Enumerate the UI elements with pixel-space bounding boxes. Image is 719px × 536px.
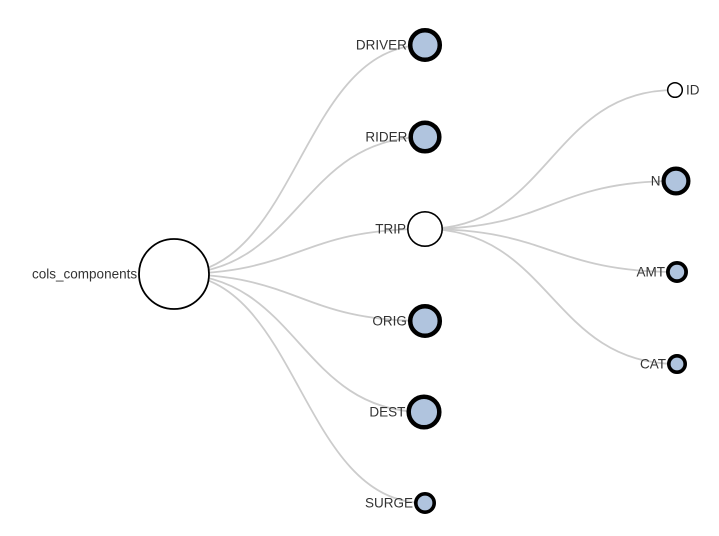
tree-node-circle-rider[interactable] — [408, 120, 442, 154]
tree-node-circle-amt[interactable] — [666, 260, 689, 283]
tree-link-trip-cat — [424, 228, 678, 365]
nodes-layer — [138, 27, 691, 514]
tree-link-root-driver — [173, 44, 426, 275]
tree-node-circle-cat[interactable] — [666, 353, 687, 374]
tree-node-label-dest: DEST — [369, 405, 405, 420]
tree-node-circle-driver[interactable] — [407, 27, 443, 63]
tree-node-circle-trip[interactable] — [406, 211, 443, 248]
tree-node-circle-n[interactable] — [661, 166, 691, 196]
tree-node-circle-surge[interactable] — [413, 491, 436, 514]
tree-link-trip-id — [424, 89, 676, 230]
tree-node-circle-id[interactable] — [666, 81, 684, 99]
tree-link-root-rider — [173, 136, 426, 275]
tree-link-trip-amt — [424, 228, 678, 273]
tree-node-label-driver: DRIVER — [356, 38, 407, 53]
tree-link-root-orig — [173, 273, 426, 322]
tree-node-label-amt: AMT — [637, 265, 666, 280]
labels-layer: cols_components DRIVER RIDER TRIP ORIG DEST SU… — [32, 38, 700, 511]
tree-link-root-trip — [173, 228, 426, 275]
tree-node-label-cat: CAT — [640, 357, 666, 372]
links-layer — [173, 44, 678, 504]
tree-node-circle-orig[interactable] — [407, 303, 443, 339]
tree-node-label-orig: ORIG — [372, 314, 407, 329]
tree-node-label-root: cols_components — [32, 267, 137, 282]
tree-node-label-surge: SURGE — [365, 496, 413, 511]
tree-node-label-rider: RIDER — [365, 130, 407, 145]
tree-node-circle-root[interactable] — [138, 238, 210, 310]
tree-link-root-surge — [173, 273, 426, 504]
tree-link-root-dest — [173, 273, 425, 413]
tree-node-label-n: N — [651, 174, 661, 189]
tree-link-trip-n — [424, 180, 677, 230]
tree-node-label-id: ID — [686, 83, 700, 98]
tree-node-label-trip: TRIP — [375, 222, 406, 237]
tree-node-circle-dest[interactable] — [406, 394, 442, 430]
